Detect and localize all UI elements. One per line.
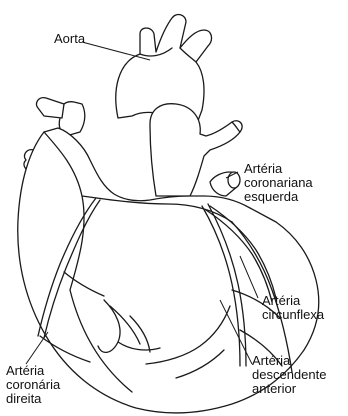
label-left-coronary-line-3: esquerda xyxy=(244,190,313,204)
label-lad: Artéria descendente anterior xyxy=(252,354,326,396)
label-lad-line-2: descendente xyxy=(252,368,326,382)
label-aorta: Aorta xyxy=(54,32,85,46)
label-right-coronary-line-3: direita xyxy=(6,392,60,406)
label-left-coronary-line-2: coronariana xyxy=(244,176,313,190)
label-left-coronary-line-1: Artéria xyxy=(244,162,313,176)
label-lad-line-1: Artéria xyxy=(252,354,326,368)
label-left-coronary: Artéria coronariana esquerda xyxy=(244,162,313,204)
label-aorta-line-1: Aorta xyxy=(54,32,85,46)
label-right-coronary-line-1: Artéria xyxy=(6,364,60,378)
label-circumflex-line-1: Artéria xyxy=(262,294,324,308)
label-lad-line-3: anterior xyxy=(252,382,326,396)
label-circumflex-line-2: circunflexa xyxy=(262,308,324,322)
label-circumflex: Artéria circunflexa xyxy=(262,294,324,322)
label-right-coronary: Artéria coronária direita xyxy=(6,364,60,406)
label-right-coronary-line-2: coronária xyxy=(6,378,60,392)
